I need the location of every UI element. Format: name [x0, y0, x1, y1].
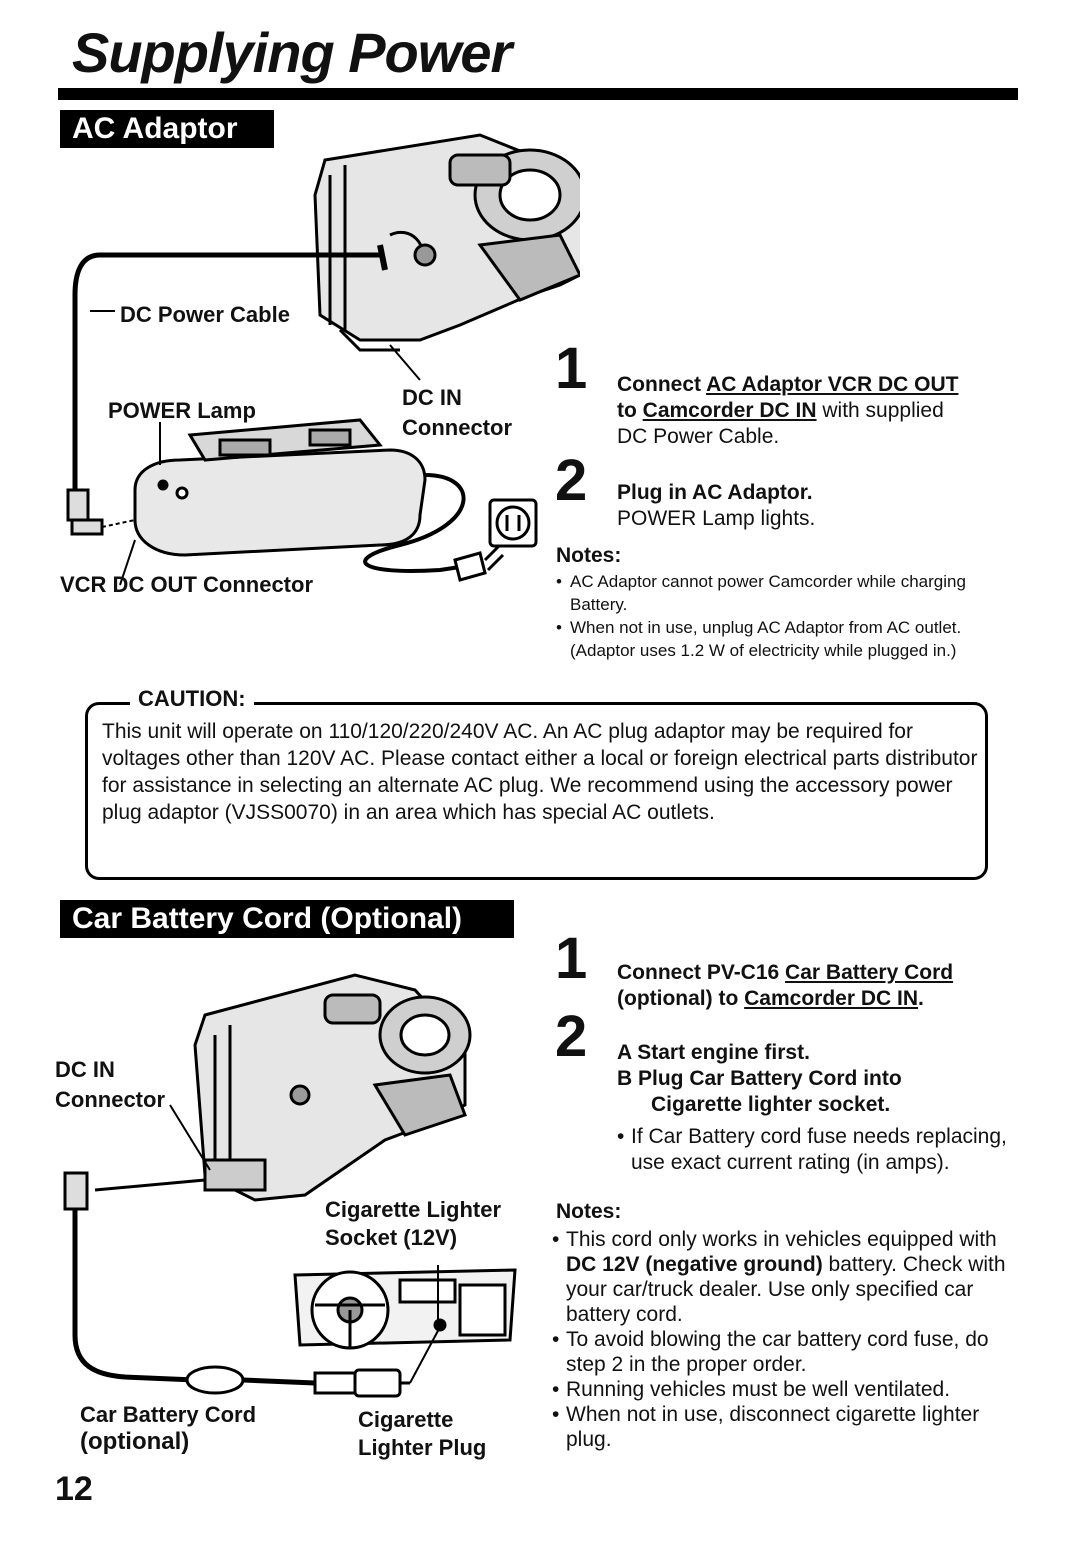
vcr-dc-out-label: VCR DC OUT Connector [60, 572, 313, 597]
dc-in-connector-label: Connector [402, 415, 512, 440]
ac-step-2-head: Plug in AC Adaptor. [617, 481, 813, 504]
car-step-1-u1: Car Battery Cord [785, 961, 954, 984]
caution-box [85, 702, 988, 880]
caution-text: This unit will operate on 110/120/220/24… [102, 720, 978, 824]
car-note-item: Running vehicles must be well ventilated… [552, 1377, 1022, 1402]
car-step-1: Connect PV-C16 Car Battery Cord (optiona… [617, 960, 1027, 1012]
car-step-1-mid: (optional) to [617, 987, 745, 1010]
car-step-2-number: 2 [555, 1004, 588, 1069]
ac-adaptor-illustration [66, 133, 580, 586]
ac-step-1-number: 1 [555, 336, 588, 401]
car-cord-label-2: (optional) [80, 1428, 190, 1455]
cig-plug-label-2: Lighter Plug [358, 1435, 487, 1460]
page-number: 12 [55, 1470, 93, 1508]
ac-adaptor-header: AC Adaptor [60, 110, 274, 148]
ac-step-1-u2: Camcorder DC IN [642, 399, 817, 422]
dc-power-cable-label: DC Power Cable [120, 302, 290, 327]
car-step-1-pre: Connect PV-C16 [617, 961, 786, 984]
car-step-2: A Start engine first. B Plug Car Battery… [617, 1040, 1027, 1176]
power-lamp-label: POWER Lamp [108, 398, 256, 423]
car-battery-illustration [63, 973, 517, 1398]
car-step-1-u2: Camcorder DC IN [744, 987, 919, 1010]
car-step-2-a: A Start engine first. [617, 1041, 810, 1064]
ac-step-1-mid: to [617, 399, 643, 422]
car-note-first-post: battery. Check with your car/truck deale… [566, 1253, 1006, 1326]
ac-notes-title: Notes: [556, 544, 622, 567]
car-step-2-b1: B Plug Car Battery Cord into [617, 1067, 902, 1090]
car-step-1-number: 1 [555, 926, 588, 991]
ac-step-1-u1: AC Adaptor VCR DC OUT [706, 373, 959, 396]
cig-socket-label-1: Cigarette Lighter [325, 1197, 502, 1222]
title-rule [58, 88, 1018, 100]
car-note-item: To avoid blowing the car battery cord fu… [552, 1327, 1022, 1377]
car-note-first-pre: This cord only works in vehicles equippe… [566, 1228, 997, 1251]
cig-plug-label-1: Cigarette [358, 1407, 454, 1432]
ac-note-item: AC Adaptor cannot power Camcorder while … [556, 570, 1011, 616]
cig-socket-label-2: Socket (12V) [325, 1225, 458, 1250]
car-battery-header: Car Battery Cord (Optional) [60, 900, 514, 938]
car-note-item: When not in use, disconnect cigarette li… [552, 1402, 1022, 1452]
ac-step-1-pre: Connect [617, 373, 707, 396]
ac-notes-list: AC Adaptor cannot power Camcorder while … [556, 570, 1011, 662]
ac-step-2: Plug in AC Adaptor. POWER Lamp lights. [617, 480, 1017, 532]
car-dc-in-connector-label: Connector [55, 1087, 165, 1112]
page-title: Supplying Power [72, 21, 512, 84]
car-notes-list: This cord only works in vehicles equippe… [552, 1227, 1022, 1452]
car-notes-title: Notes: [556, 1200, 622, 1223]
car-step-1-post: . [918, 987, 924, 1010]
car-dc-in-label: DC IN [55, 1057, 115, 1082]
dc-in-label: DC IN [402, 385, 462, 410]
ac-step-2-number: 2 [555, 448, 588, 513]
ac-step-1-line3: DC Power Cable. [617, 425, 780, 448]
car-step-2-bullet: If Car Battery cord fuse needs replacing… [617, 1124, 1027, 1176]
caution-title: CAUTION: [130, 686, 254, 712]
car-note-first-bold: DC 12V (negative ground) [566, 1253, 823, 1276]
ac-note-item: When not in use, unplug AC Adaptor from … [556, 616, 1011, 662]
car-step-2-b2: Cigarette lighter socket. [651, 1093, 891, 1116]
ac-step-1-post: with supplied [816, 399, 944, 422]
ac-step-1: Connect AC Adaptor VCR DC OUT to Camcord… [617, 372, 1027, 450]
car-note-item: This cord only works in vehicles equippe… [552, 1227, 1022, 1327]
car-cord-label-1: Car Battery Cord [80, 1402, 257, 1427]
ac-step-2-text: POWER Lamp lights. [617, 507, 816, 530]
